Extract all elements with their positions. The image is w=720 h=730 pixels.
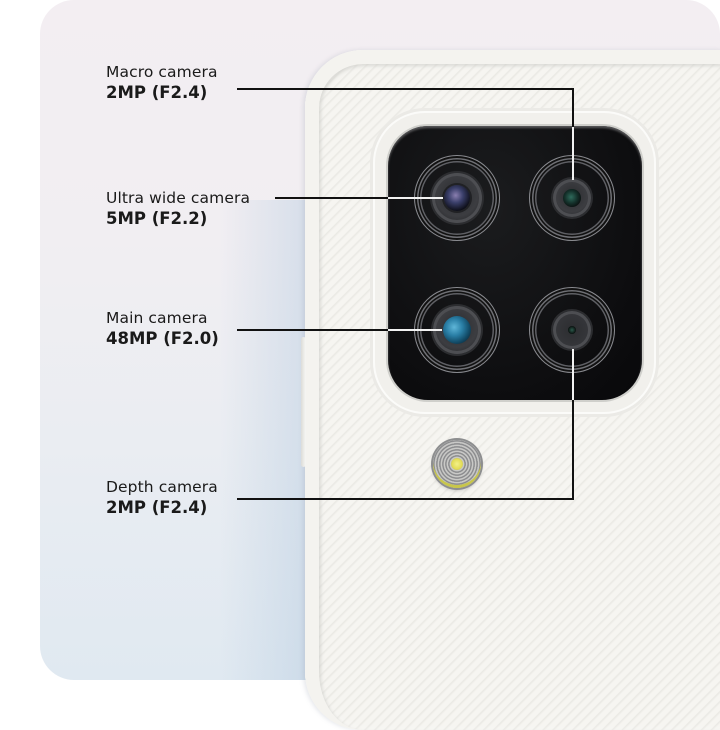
main-lens-glass [443,316,471,344]
macro-camera-label: Macro camera 2MP (F2.4) [106,62,218,104]
main-camera-label: Main camera 48MP (F2.0) [106,308,219,350]
depth-camera-label: Depth camera 2MP (F2.4) [106,477,218,519]
side-button [301,337,306,467]
phone-rim [305,50,720,730]
camera-spec: 2MP (F2.4) [106,83,208,102]
main-leader-line-inner [388,329,442,331]
ultra-wide-leader-line-inner [388,197,443,199]
camera-spec: 48MP (F2.0) [106,329,219,348]
camera-name: Main camera [106,309,208,327]
depth-leader-line-v-outer [572,400,574,500]
camera-name: Depth camera [106,478,218,496]
ultra-wide-leader-line-outer [275,197,388,199]
main-leader-line-outer [237,329,388,331]
macro-leader-line-v-outer [572,88,574,127]
flash-led [451,458,463,470]
depth-lens-glass [568,326,576,334]
camera-spec: 5MP (F2.2) [106,209,208,228]
ultra-wide-lens-glass [444,185,470,211]
macro-leader-line-h [237,88,573,90]
ultra-wide-camera-label: Ultra wide camera 5MP (F2.2) [106,188,250,230]
depth-leader-line-v-inner [572,349,574,400]
depth-leader-line-h [237,498,574,500]
macro-leader-line-v-inner [572,127,574,180]
camera-name: Ultra wide camera [106,189,251,207]
camera-name: Macro camera [106,63,218,81]
macro-lens-glass [563,189,581,207]
camera-spec: 2MP (F2.4) [106,498,208,517]
